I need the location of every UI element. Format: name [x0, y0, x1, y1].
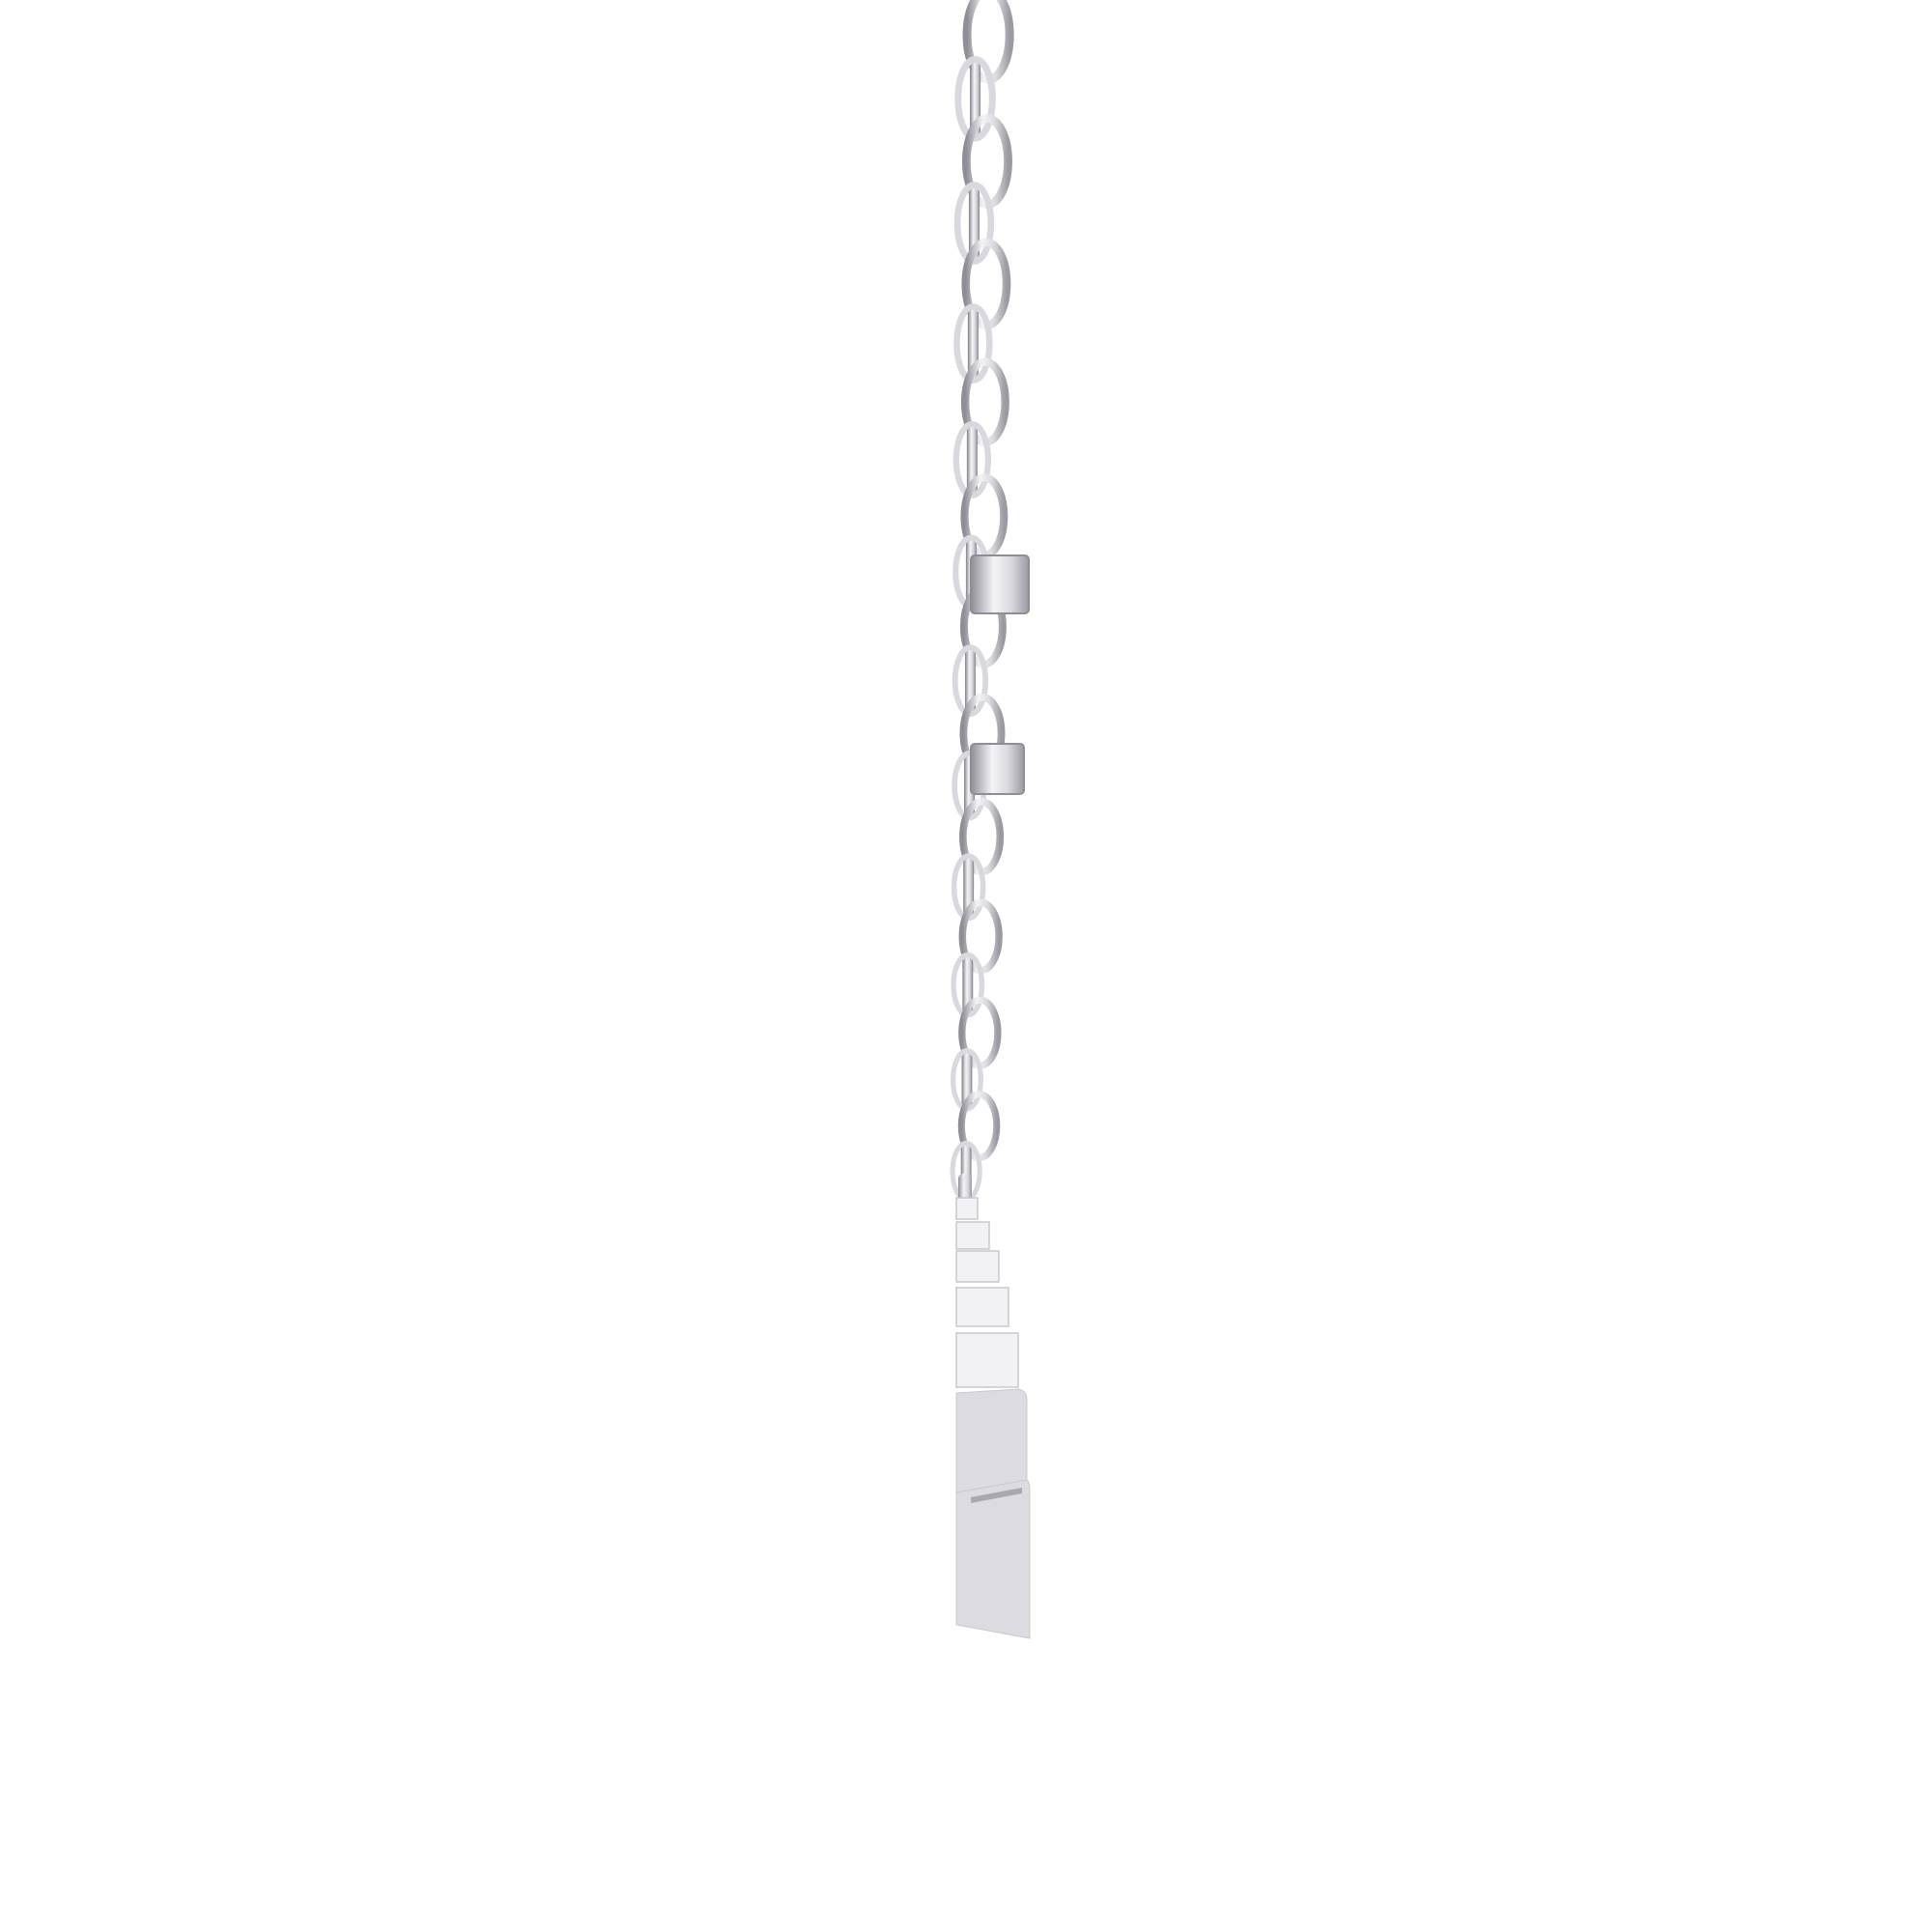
chain-link: [953, 303, 993, 384]
pendant-edge-highlight: [971, 1488, 1022, 1503]
chain-link: [953, 182, 995, 265]
jump-ring: [958, 1174, 972, 1203]
pendant-step: [955, 1332, 1019, 1388]
pendant-segment: [955, 1479, 1031, 1639]
bar-station: [970, 743, 1025, 795]
pendant-step: [955, 1287, 1009, 1327]
bar-station: [970, 554, 1030, 614]
pendant-step: [955, 1221, 990, 1250]
chain-bar-stations: [970, 554, 1030, 795]
stepped-bar-pendant: [955, 1174, 1031, 1639]
pendant-step: [955, 1197, 979, 1220]
pendant-segment: [955, 1388, 1028, 1493]
pendant-step: [955, 1250, 1000, 1283]
chain-link: [954, 55, 996, 142]
chain-link: [952, 420, 992, 498]
